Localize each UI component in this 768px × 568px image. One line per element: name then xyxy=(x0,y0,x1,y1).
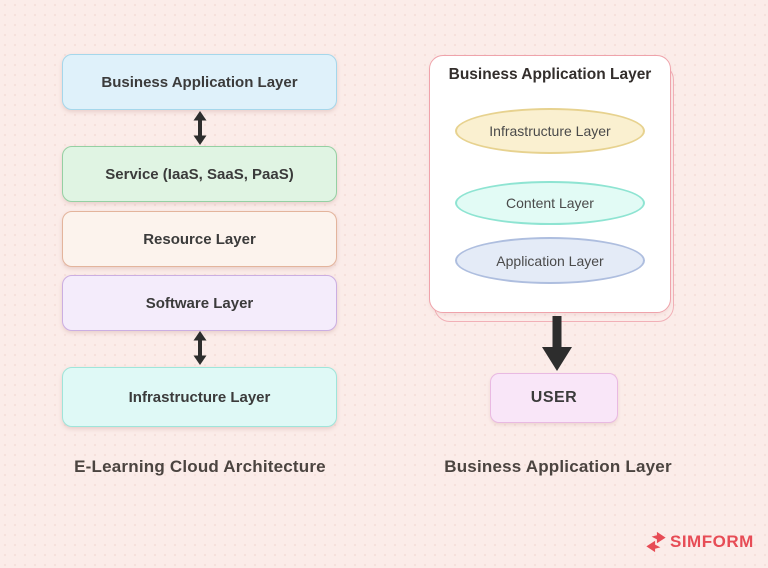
layer-box-service: Service (IaaS, SaaS, PaaS) xyxy=(62,146,337,202)
layer-box-software: Software Layer xyxy=(62,275,337,331)
panel-title: Business Application Layer xyxy=(448,66,652,83)
user-box-label: USER xyxy=(530,389,578,406)
simform-logo-icon xyxy=(646,531,666,553)
right-diagram-caption: Business Application Layer xyxy=(444,457,672,476)
down-arrow-icon xyxy=(542,316,572,371)
user-box: USER xyxy=(490,373,618,423)
ellipse-label: Content Layer xyxy=(506,195,594,211)
simform-logo-text: SIMFORM xyxy=(670,532,754,551)
layer-box-label: Service (IaaS, SaaS, PaaS) xyxy=(105,165,294,183)
ellipse-label: Infrastructure Layer xyxy=(489,123,611,139)
layer-box-label: Resource Layer xyxy=(143,230,256,248)
ellipse-infrastructure-layer: Infrastructure Layer xyxy=(455,108,645,154)
layer-box-label: Software Layer xyxy=(145,294,254,312)
layer-box-label: Business Application Layer xyxy=(101,73,298,91)
layer-box-label: Infrastructure Layer xyxy=(128,388,271,406)
double-arrow-icon xyxy=(193,111,207,145)
double-arrow-icon xyxy=(193,331,207,365)
simform-logo: SIMFORM xyxy=(645,530,754,554)
left-diagram-caption: E-Learning Cloud Architecture xyxy=(74,457,326,476)
ellipse-label: Application Layer xyxy=(496,252,604,269)
ellipse-application-layer: Application Layer xyxy=(455,237,645,284)
layer-box-infrastructure: Infrastructure Layer xyxy=(62,367,337,427)
layer-box-business-application: Business Application Layer xyxy=(62,54,337,110)
layer-box-resource: Resource Layer xyxy=(62,211,337,267)
ellipse-content-layer: Content Layer xyxy=(455,181,645,225)
